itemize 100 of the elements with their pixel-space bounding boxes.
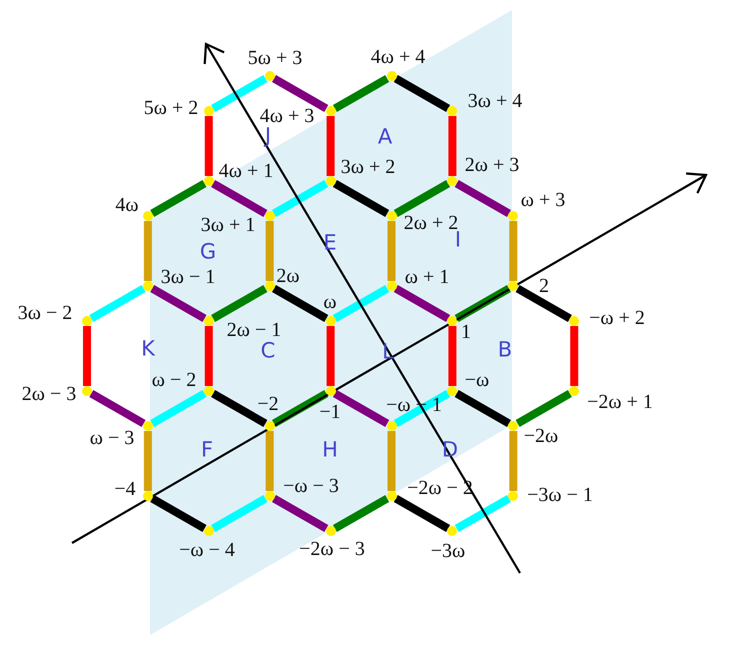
hexagon-letter: E [323, 232, 337, 254]
lattice-edge [272, 75, 328, 112]
vertex-label: 5ω + 2 [144, 98, 198, 118]
lattice-edge [326, 116, 335, 176]
vertex-label: 2ω [276, 266, 300, 286]
vertex-dot [142, 491, 153, 501]
lattice-edge [332, 390, 390, 427]
vertex-label: ω + 3 [520, 190, 566, 210]
vertex-label: 4ω + 1 [218, 161, 274, 181]
vertex-label: 3ω − 2 [18, 303, 72, 323]
vertex-dot [204, 176, 214, 186]
vertex-dot [508, 211, 518, 221]
lattice-edge [204, 326, 213, 386]
vertex-label: ω + 1 [404, 267, 450, 287]
vertex-dot [264, 71, 275, 81]
lattice-edge [211, 75, 268, 112]
lattice-edge [272, 495, 328, 532]
vertex-label: ω [323, 292, 337, 312]
vertex-label: 3ω + 2 [340, 157, 396, 177]
vertex-label: 4ω [115, 195, 139, 215]
vertex-label: ω − 3 [90, 428, 134, 448]
vertex-label: −4 [114, 479, 136, 499]
vertex-label: −3ω [430, 541, 466, 561]
hexagon-letter: A [378, 126, 392, 148]
vertex-label: 4ω + 3 [260, 106, 314, 126]
vertex-label: 3ω + 1 [200, 215, 256, 235]
lattice-edge [332, 75, 390, 112]
hexagon-letter: G [200, 242, 216, 262]
lattice-edge [509, 221, 518, 281]
lattice-edge [394, 495, 450, 532]
lattice-edge [89, 285, 146, 322]
vertex-label: 2ω + 3 [464, 155, 520, 175]
vertex-label: −2ω − 3 [299, 539, 365, 559]
hexagon-letter: F [200, 440, 214, 460]
vertex-label: −2 [257, 394, 279, 414]
lattice-edge [211, 390, 268, 427]
vertex-label: 3ω + 4 [468, 91, 522, 111]
vertex-label: 2 [539, 276, 549, 296]
vertex-dot [569, 316, 580, 326]
lattice-edge [394, 75, 450, 112]
lattice-edge [570, 326, 578, 386]
lattice-edge [150, 495, 206, 532]
vertex-dot [569, 386, 580, 396]
lattice-edge [332, 285, 390, 322]
vertex-dot [142, 281, 153, 291]
lattice-edge [332, 495, 390, 532]
lattice-edge [448, 326, 456, 386]
lattice-edge [144, 221, 152, 281]
vertex-label: ω − 2 [152, 370, 196, 390]
lattice-edge [211, 285, 268, 322]
lattice-edge [394, 390, 450, 427]
vertex-dot [204, 106, 214, 116]
vertex-label: −1 [319, 402, 341, 422]
lattice-edge [83, 326, 91, 386]
lattice-edge [454, 180, 511, 217]
vertex-label: 4ω + 4 [370, 47, 426, 67]
lattice-edge [326, 326, 335, 386]
vertex-dot [82, 316, 92, 326]
hexagon-letter: K [141, 338, 155, 360]
vertex-dot [82, 386, 92, 396]
vertex-label: −2ω + 1 [587, 392, 653, 412]
lattice-edge [266, 431, 274, 491]
vertex-label: −ω − 4 [179, 540, 235, 560]
vertex-label: −2ω [524, 426, 558, 446]
lattice-edge [150, 390, 206, 427]
vertex-label: 1 [461, 322, 471, 342]
lattice-edge [394, 180, 450, 217]
lattice-edge [454, 285, 511, 322]
vertex-label: −3ω − 1 [527, 485, 593, 505]
hexagon-letter: H [322, 440, 338, 460]
hexagon-letter: C [260, 340, 276, 362]
lattice-edge [448, 116, 456, 176]
vertex-dot [508, 421, 518, 431]
lattice-edge [516, 390, 572, 427]
hexagon-letter: J [264, 126, 272, 146]
vertex-label: 2ω − 3 [22, 384, 76, 404]
vertex-label: 5ω + 3 [248, 48, 302, 68]
lattice-edge [150, 180, 206, 217]
vertex-label: −ω − 3 [283, 476, 339, 496]
vertex-dot [326, 106, 336, 116]
vertex-dot [386, 71, 396, 81]
lattice-edge [211, 495, 268, 532]
lattice-edge [394, 285, 450, 322]
lattice-edge [454, 495, 511, 532]
lattice-edge [272, 285, 328, 322]
vertex-dot [447, 526, 458, 536]
lattice-edge [150, 285, 206, 322]
lattice-edge [516, 285, 572, 322]
vertex-dot [142, 211, 153, 221]
lattice-edge [509, 431, 518, 491]
vertex-label: −ω + 2 [589, 308, 645, 328]
hexagon-letter: B [498, 340, 512, 360]
lattice-edge [272, 390, 328, 427]
lattice-edge [332, 180, 390, 217]
lattice-edge [266, 221, 274, 281]
vertex-label: −ω [464, 370, 490, 390]
lattice-edge [388, 221, 396, 281]
vertex-label: 2ω − 1 [226, 320, 282, 340]
lattice-edge [211, 180, 268, 217]
vertex-label: 3ω − 1 [160, 267, 216, 287]
